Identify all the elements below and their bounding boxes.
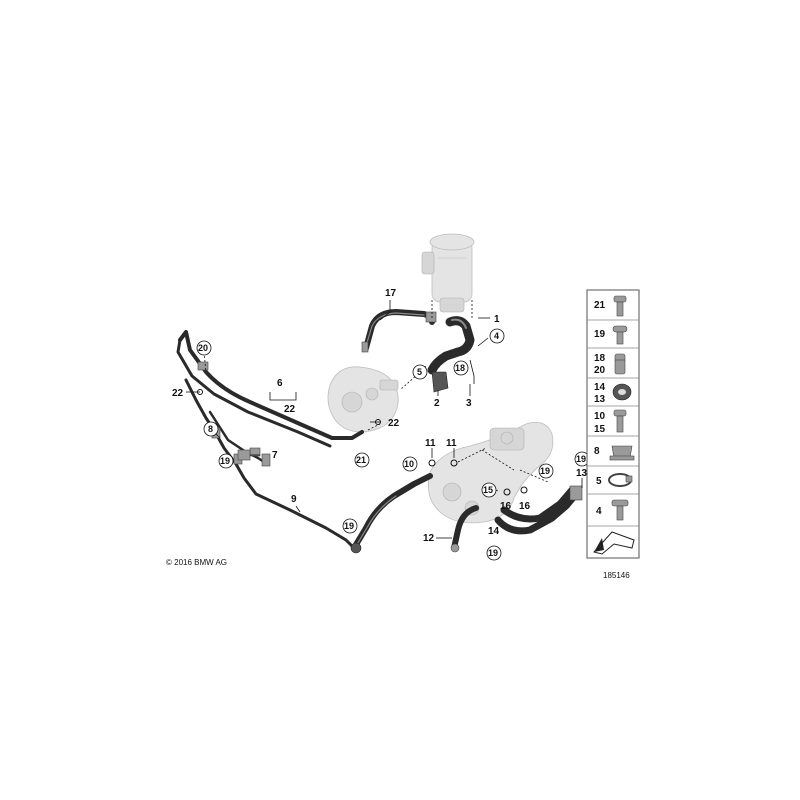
copyright-text: © 2016 BMW AG [166,558,227,567]
callout-19-c-circle: 19 [538,463,554,479]
legend-label-19: 19 [594,329,606,340]
reservoir-illustration [421,233,475,313]
legend-label-8: 8 [594,446,600,457]
parts-legend: 21 19 18 20 14 13 10 15 8 5 4 [586,289,640,559]
callout-11-b: 11 [446,438,457,449]
hose-6 [176,330,364,448]
hose-17 [361,309,437,353]
sleeve-icon [614,353,626,375]
hose-clamp-icon [608,473,633,487]
steering-pump-illustration [327,366,399,433]
callout-11-a: 11 [425,438,436,449]
callout-5-circle: 5 [412,364,428,380]
nut-icon [609,445,635,461]
legend-label-15: 15 [594,424,606,435]
callout-6: 6 [277,378,283,389]
callout-3: 3 [466,398,472,409]
callout-22-left: 22 [172,388,184,399]
svg-text:8: 8 [208,424,213,434]
svg-text:19: 19 [220,456,230,466]
legend-label-5: 5 [596,476,602,487]
callout-4-circle: 4 [489,328,505,344]
washers [197,389,528,496]
svg-text:15: 15 [483,485,493,495]
callout-labels: 17 1 2 3 6 22 22 22 7 9 11 11 12 13 14 1… [172,288,588,544]
callout-20-circle: 20 [196,340,212,356]
callout-6-22: 22 [284,404,296,415]
bracket-2-3 [431,359,475,393]
callout-7: 7 [272,450,278,461]
bolt-icon [612,325,628,345]
callout-12: 12 [423,533,435,544]
grommet-icon [612,383,632,401]
callout-17: 17 [385,288,397,299]
bolt-icon [613,295,627,317]
hose-1 [427,316,475,375]
callout-16-a: 16 [500,501,512,512]
svg-text:4: 4 [494,331,499,341]
callout-9: 9 [291,494,297,505]
svg-text:19: 19 [488,548,498,558]
screw-icon [611,499,629,521]
svg-text:19: 19 [576,454,586,464]
callout-8-circle: 8 [203,421,219,437]
callout-19-e-circle: 19 [486,545,502,561]
callout-22-mid: 22 [388,418,400,429]
svg-text:21: 21 [356,455,366,465]
legend-label-10: 10 [594,411,606,422]
hose-13 [494,485,583,535]
callout-18-circle: 18 [453,360,469,376]
callout-10-circle: 10 [402,456,418,472]
callout-16-b: 16 [519,501,531,512]
callout-19-a-circle: 19 [218,453,234,469]
callout-1: 1 [494,314,500,325]
circled-callouts: 4 5 18 20 8 19 21 19 10 15 19 19 19 [196,328,590,561]
svg-text:18: 18 [455,363,465,373]
legend-label-21: 21 [594,300,606,311]
banjo-bolt-icon [613,409,627,433]
callout-19-b-circle: 19 [342,518,358,534]
legend-label-20: 20 [594,365,606,376]
hose-12 [450,505,479,553]
legend-label-4: 4 [596,506,602,517]
legend-label-18: 18 [594,353,606,364]
callout-15-circle: 15 [481,482,497,498]
legend-label-13: 13 [594,394,606,405]
callout-14: 14 [488,526,500,537]
svg-text:10: 10 [404,459,414,469]
legend-label-14: 14 [594,382,606,393]
svg-text:19: 19 [344,521,354,531]
svg-text:5: 5 [417,367,422,377]
section-arrow-icon [593,531,635,555]
callout-21-circle: 21 [354,452,370,468]
callout-13: 13 [576,468,588,479]
svg-text:20: 20 [198,343,208,353]
steering-gear-illustration [427,421,554,524]
diagram-number: 185146 [603,571,630,580]
svg-text:19: 19 [540,466,550,476]
callout-2: 2 [434,398,440,409]
hose-19-lower [350,473,433,554]
